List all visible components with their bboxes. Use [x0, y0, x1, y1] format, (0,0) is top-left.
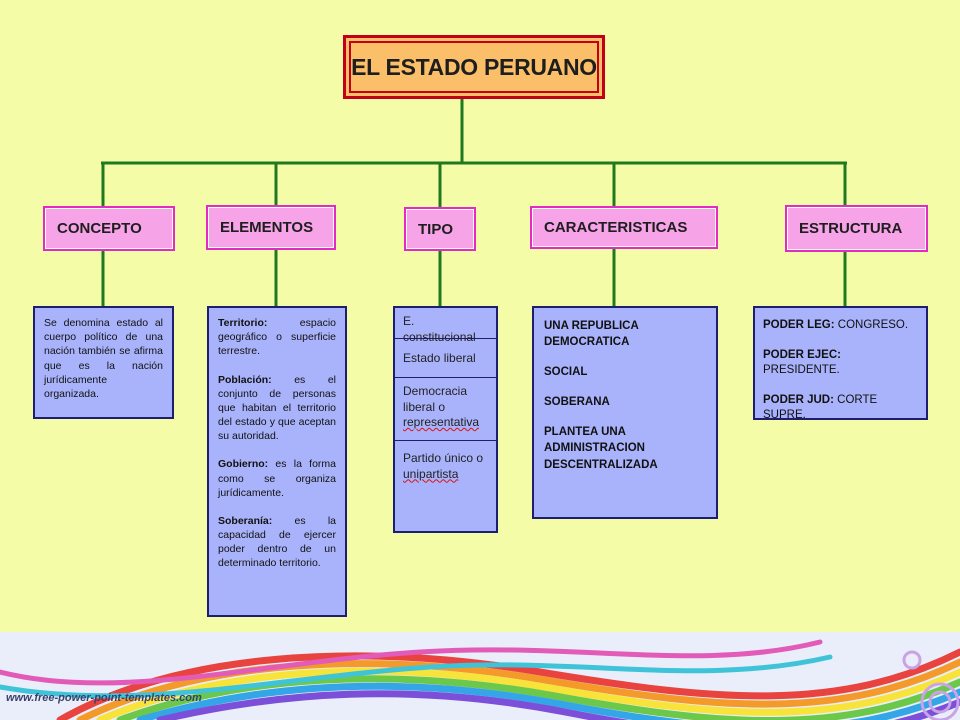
elemento-gobierno: Gobierno: es la forma como se organiza j… — [218, 457, 336, 500]
tipo-partido-unico: Partido único o — [403, 451, 484, 465]
elemento-territorio-term: Territorio: — [218, 317, 268, 329]
estructura-legislativo: PODER LEG: CONGRESO. — [763, 318, 918, 333]
estructura-judicial: PODER JUD: CORTE SUPRE. — [763, 393, 918, 423]
category-tipo-label: TIPO — [418, 220, 454, 238]
elemento-soberania-term: Soberanía: — [218, 514, 273, 527]
category-estructura: ESTRUCTURA — [785, 205, 928, 252]
estructura-ejecutivo-term: PODER EJEC: — [763, 348, 841, 361]
caracteristica-item: UNA REPUBLICA DEMOCRATICA — [544, 320, 639, 349]
caracteristica-item: SOCIAL — [544, 366, 588, 379]
tipo-panel: E. constitucional Estado liberal Democra… — [393, 306, 498, 533]
tipo-row: E. constitucional — [395, 308, 496, 344]
tipo-row: Estado liberal — [395, 339, 496, 378]
title-box: EL ESTADO PERUANO — [343, 35, 605, 99]
elementos-panel: Territorio: espacio geográfico o superfi… — [207, 306, 347, 617]
elemento-territorio: Territorio: espacio geográfico o superfi… — [218, 316, 336, 359]
elemento-soberania-desc: es la capacidad de ejercer poder dentro … — [218, 514, 336, 570]
category-caracteristicas: CARACTERISTICAS — [530, 206, 718, 249]
elemento-poblacion-desc: es el conjunto de personas que habitan e… — [218, 373, 336, 443]
category-elementos: ELEMENTOS — [206, 205, 336, 250]
category-tipo: TIPO — [404, 207, 476, 251]
elemento-poblacion: Población: es el conjunto de personas qu… — [218, 373, 336, 444]
footer-url: www.free-power-point-templates.com — [6, 692, 202, 704]
concepto-text: Se denomina estado al cuerpo político de… — [44, 317, 163, 400]
diagram-title: EL ESTADO PERUANO — [351, 53, 597, 80]
estructura-panel: PODER LEG: CONGRESO. PODER EJEC: PRESIDE… — [753, 306, 928, 423]
tipo-constitucional: E. constitucional — [403, 314, 476, 344]
estructura-legislativo-value: CONGRESO. — [834, 319, 909, 331]
tipo-partido-unico-underlined: unipartista — [403, 466, 459, 481]
estructura-ejecutivo-value: PRESIDENTE. — [763, 363, 840, 376]
tipo-row: Partido único o unipartista — [395, 441, 496, 507]
tipo-liberal: Estado liberal — [403, 351, 476, 365]
category-estructura-label: ESTRUCTURA — [799, 220, 903, 237]
footer-decoration — [0, 632, 960, 720]
elemento-gobierno-desc: es la forma como se organiza jurídicamen… — [218, 458, 336, 499]
tipo-row: Democracia liberal o representativa — [395, 378, 496, 441]
caracteristica-item: PLANTEA UNA ADMINISTRACION DESCENTRALIZA… — [544, 426, 658, 471]
tipo-democracia-underlined: representativa — [403, 415, 480, 430]
caracteristicas-panel: UNA REPUBLICA DEMOCRATICA SOCIAL SOBERAN… — [532, 306, 718, 519]
elemento-territorio-desc: espacio geográfico o superficie terrestr… — [218, 317, 336, 358]
estructura-legislativo-term: PODER LEG: — [763, 319, 835, 331]
rainbow-swoosh-graphic — [0, 639, 960, 720]
elemento-poblacion-term: Población: — [218, 373, 272, 386]
caracteristica-item: SOBERANA — [544, 396, 610, 409]
category-concepto: CONCEPTO — [43, 206, 175, 251]
connector-lines — [101, 99, 847, 306]
category-elementos-label: ELEMENTOS — [220, 219, 314, 236]
elemento-soberania: Soberanía: es la capacidad de ejercer po… — [218, 514, 336, 571]
estructura-judicial-term: PODER JUD: — [763, 393, 834, 406]
tipo-democracia: Democracia liberal o — [403, 384, 468, 414]
estructura-ejecutivo: PODER EJEC: PRESIDENTE. — [763, 348, 918, 378]
estructura-judicial-value: CORTE SUPRE. — [763, 393, 878, 421]
elemento-gobierno-term: Gobierno: — [218, 458, 269, 471]
category-caracteristicas-label: CARACTERISTICAS — [544, 219, 688, 236]
concepto-panel: Se denomina estado al cuerpo político de… — [33, 306, 174, 419]
category-concepto-label: CONCEPTO — [57, 220, 142, 237]
